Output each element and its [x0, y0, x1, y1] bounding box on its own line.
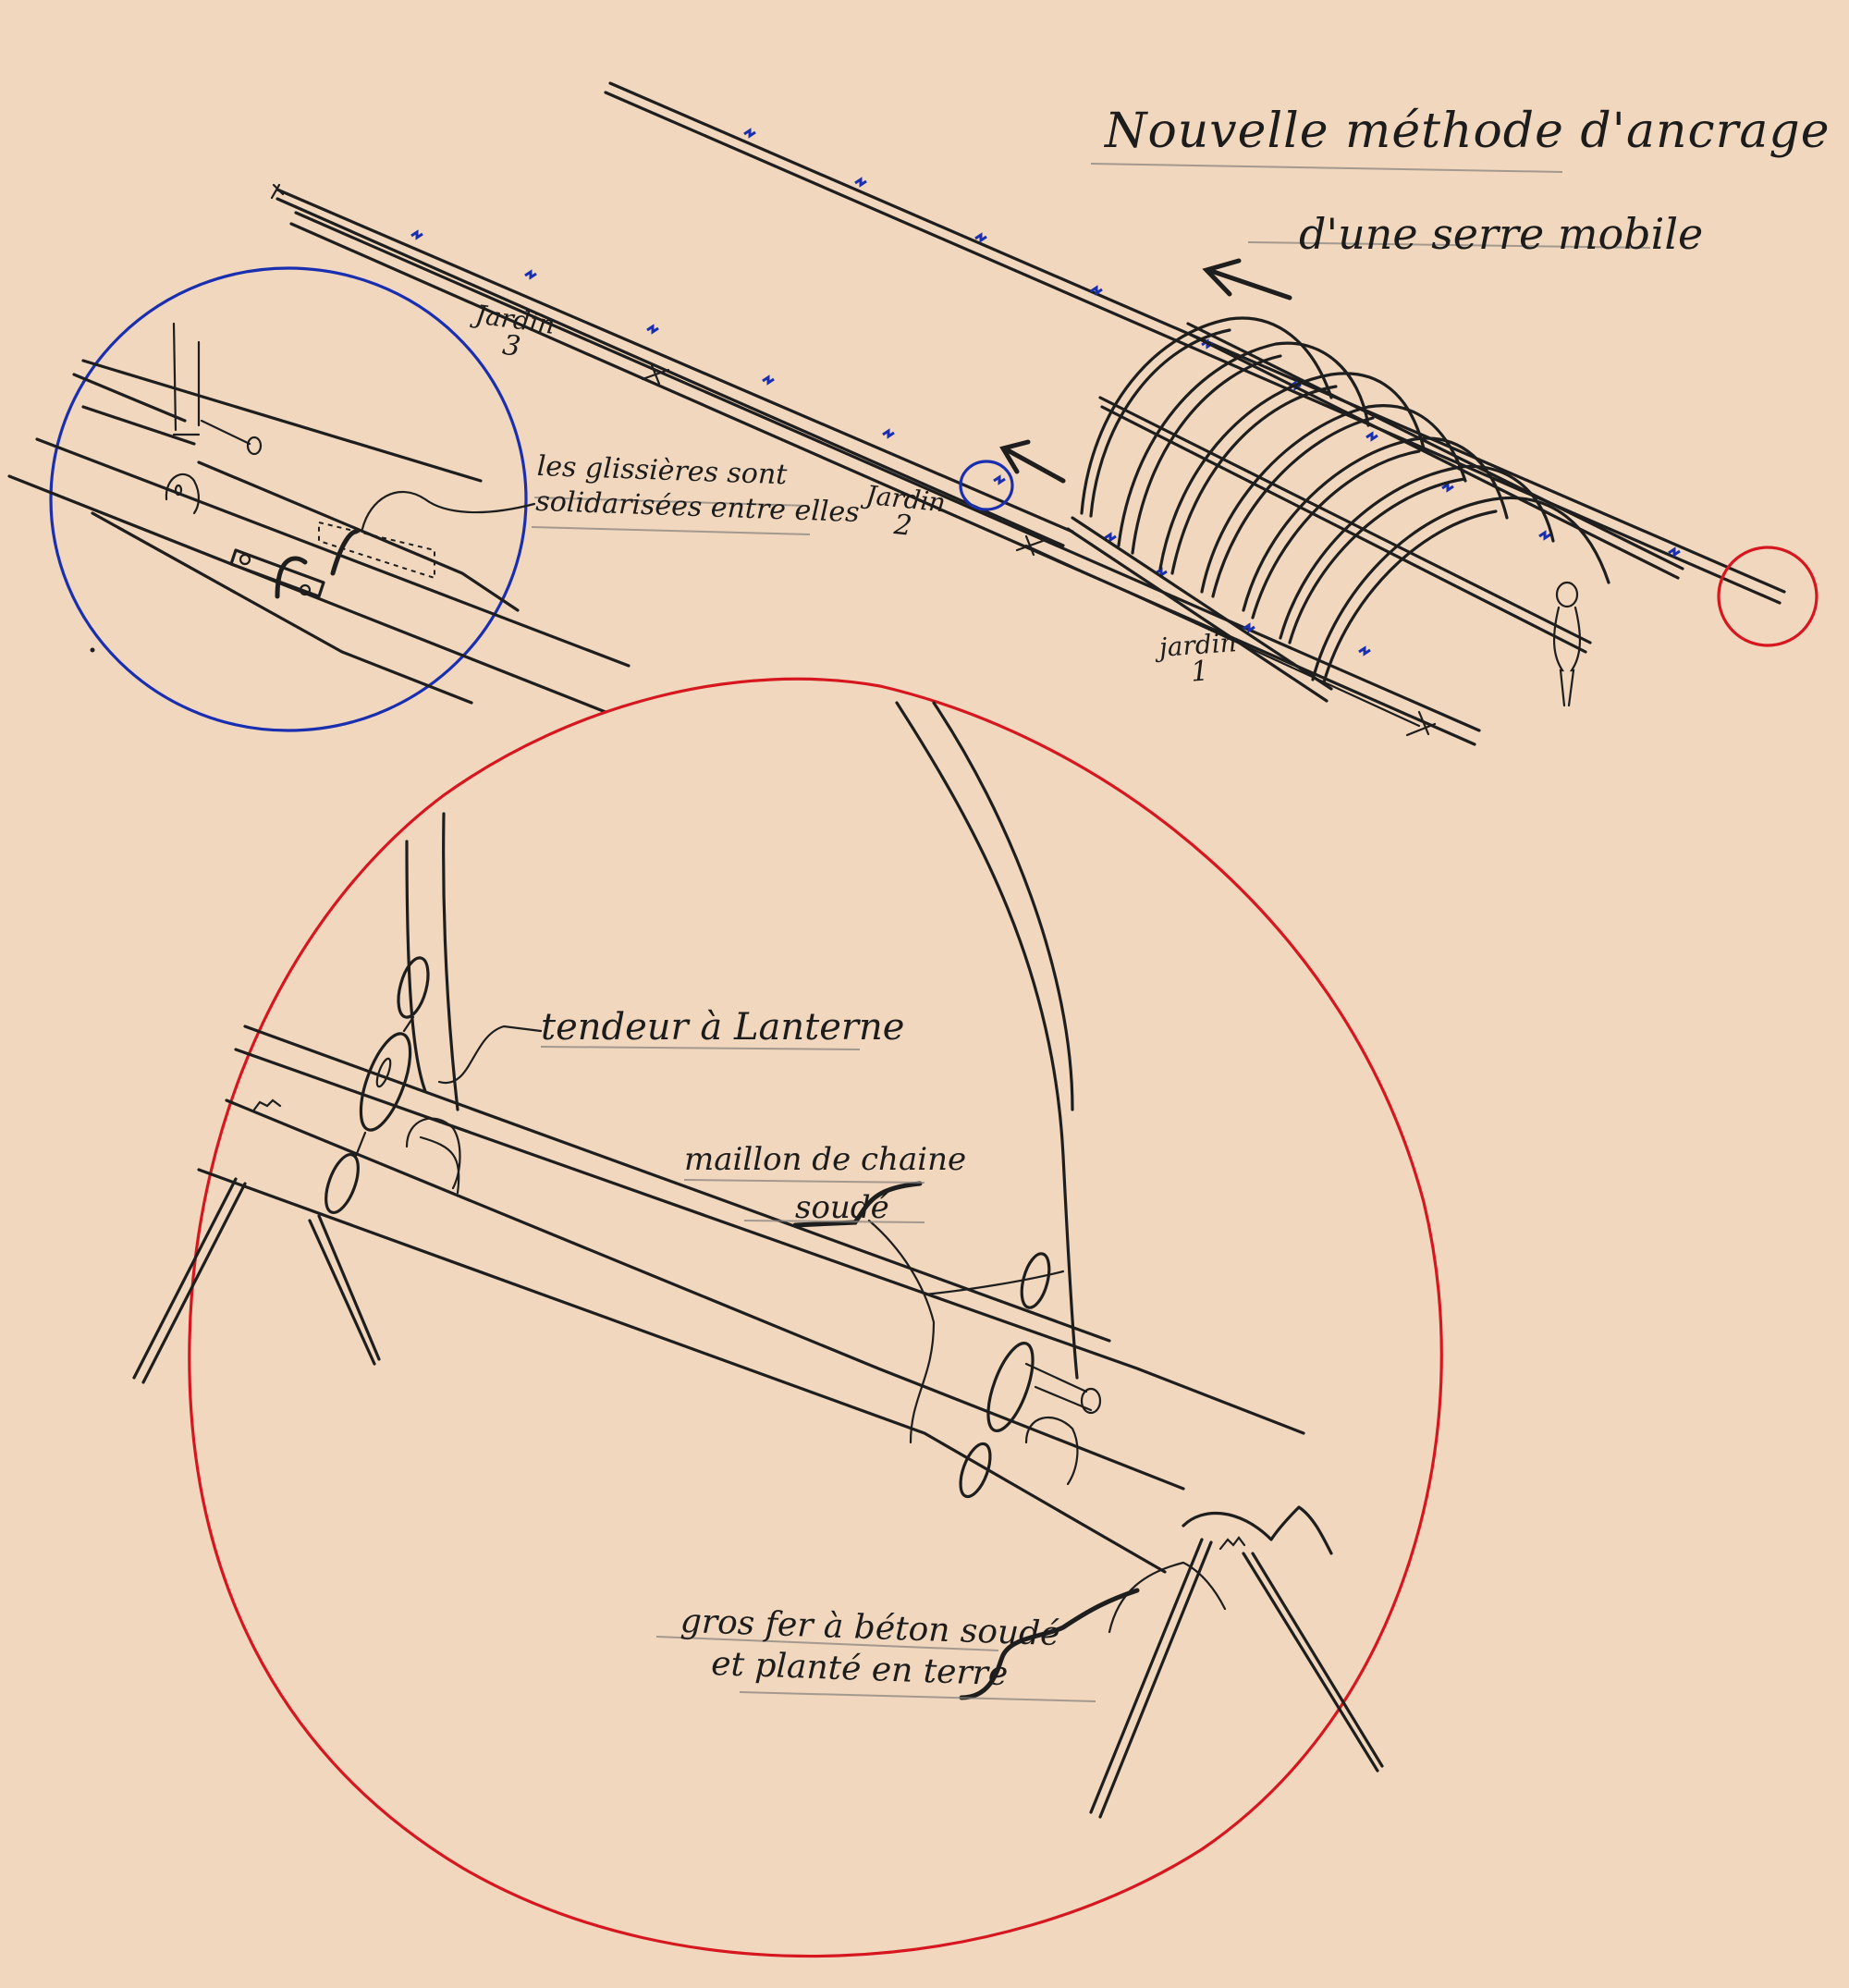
tunnel-greenhouse [1066, 316, 1684, 707]
arrow-icon [1202, 258, 1292, 301]
garden-label-2: Jardin 2 [862, 480, 947, 545]
rail-jardin-2 [289, 211, 1481, 746]
garden-label-3: Jardin 3 [470, 299, 557, 365]
note-glissieres: les glissières sont solidarisées entre e… [535, 449, 862, 530]
blue-detail-view [7, 266, 631, 732]
turnbuckle-left [324, 956, 430, 1214]
note-line: soudé [795, 1189, 889, 1226]
note-maillon: maillon de chaine soudé [684, 1141, 966, 1226]
detail-marker-blue [959, 460, 1014, 511]
person-figure [1552, 581, 1582, 707]
note-gros-fer: gros fer à béton soudé et planté en terr… [679, 1602, 1060, 1695]
note-underlines-blue [531, 497, 811, 535]
ground-line-jardin-1 [641, 363, 1437, 737]
title-line-1: Nouvelle méthode d'ancrage [1105, 104, 1831, 159]
rail-joint-markers [410, 128, 1681, 657]
note-line: maillon de chaine [684, 1141, 967, 1178]
title-underlines [1090, 163, 1651, 249]
red-detail-view [132, 677, 1443, 1958]
rail-jardin-3 [270, 183, 1074, 547]
garden-label-1: jardin 1 [1158, 627, 1240, 689]
arrow-icon [999, 439, 1066, 484]
title-line-2: d'une serre mobile [1299, 209, 1704, 259]
rebar-stakes [132, 1098, 1384, 1819]
turnbuckle-right [959, 1252, 1051, 1499]
detail-marker-red [1717, 546, 1818, 647]
note-underlines-red [540, 1046, 1096, 1702]
note-tendeur: tendeur à Lanterne [541, 1006, 905, 1049]
